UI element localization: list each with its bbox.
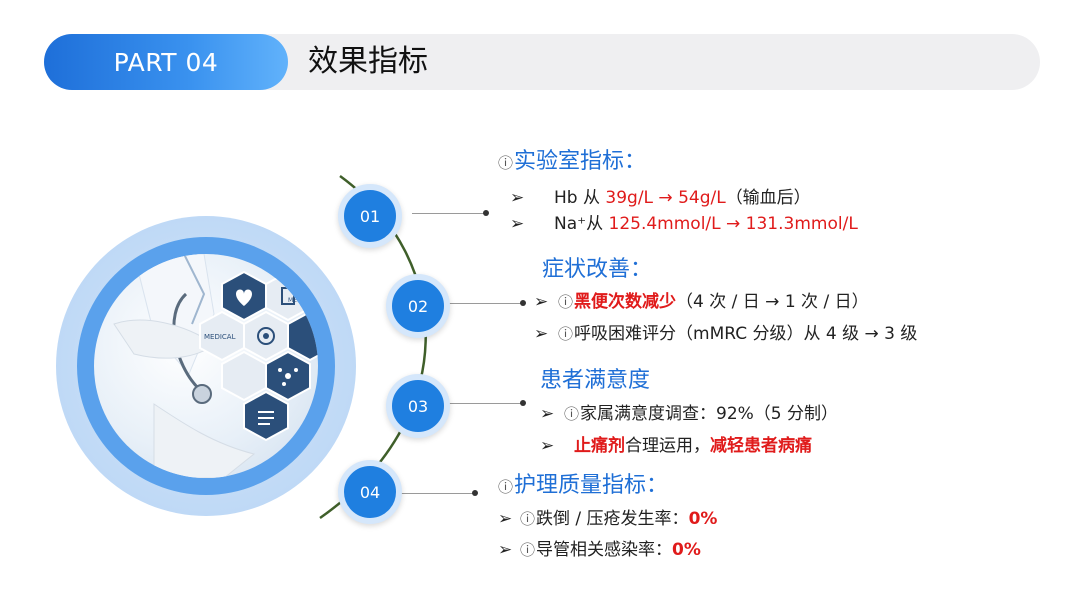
arrow-bullet-icon: ➢: [510, 188, 525, 208]
connector-04: [400, 493, 476, 494]
connector-03: [446, 403, 522, 404]
medical-hexagon-graphic: MEDICAL MEDIC: [113, 254, 318, 478]
section-title-lab: ⓘ实验室指标：: [498, 148, 646, 177]
dyspnea-text: 呼吸困难评分（mMRC 分级）从 4 级 → 3 级: [574, 324, 918, 344]
section-title-quality: ⓘ护理质量指标：: [498, 472, 668, 501]
bullet-dyspnea: ➢ ⓘ呼吸困难评分（mMRC 分级）从 4 级 → 3 级: [534, 322, 917, 346]
info-icon: ⓘ: [558, 293, 574, 311]
analgesic-highlight: 止痛剂: [574, 436, 625, 456]
bullet-hb: ➢ Hb 从 39g/L → 54g/L（输血后）: [510, 186, 811, 210]
hb-values: 39g/L → 54g/L: [605, 188, 726, 208]
step-node-02: 02: [386, 274, 450, 338]
arrow-bullet-icon: ➢: [498, 509, 513, 529]
connector-dot-01: [483, 210, 489, 216]
doctor-medical-illustration: MEDICAL MEDIC: [94, 254, 318, 478]
arrow-bullet-icon: ➢: [510, 214, 525, 234]
na-prefix: Na⁺从: [554, 214, 609, 234]
step-node-04: 04: [338, 460, 402, 524]
fall-rate-text: 跌倒 / 压疮发生率：: [536, 509, 689, 529]
analgesic-mid: 合理运用，: [625, 436, 710, 456]
page-title: 效果指标: [308, 44, 428, 79]
arrow-bullet-icon: ➢: [534, 324, 549, 344]
bullet-fall-rate: ➢ ⓘ跌倒 / 压疮发生率：0%: [498, 507, 717, 531]
bullet-black-stool: ➢ ⓘ黑便次数减少（4 次 / 日 → 1 次 / 日）: [534, 290, 869, 314]
info-icon: ⓘ: [558, 325, 574, 343]
section-title-satisfaction: 患者满意度: [540, 368, 651, 393]
medical-badge: MEDICAL: [204, 333, 236, 341]
black-stool-suffix: （4 次 / 日 → 1 次 / 日）: [676, 292, 869, 312]
step-node-03: 03: [386, 374, 450, 438]
connector-02: [446, 303, 522, 304]
info-icon: ⓘ: [520, 510, 536, 528]
hb-suffix: （输血后）: [725, 188, 811, 208]
step-node-01: 01: [338, 184, 402, 248]
arrow-bullet-icon: ➢: [540, 436, 555, 456]
connector-dot-04: [472, 490, 478, 496]
info-icon: ⓘ: [498, 154, 514, 172]
part-label: PART 04: [44, 34, 288, 90]
na-values: 125.4mmol/L → 131.3mmol/L: [608, 214, 858, 234]
section-title-symptom: 症状改善：: [542, 257, 653, 282]
bullet-catheter-infection: ➢ ⓘ导管相关感染率：0%: [498, 538, 701, 562]
info-icon: ⓘ: [498, 478, 514, 496]
info-icon: ⓘ: [564, 405, 580, 423]
connector-dot-02: [520, 300, 526, 306]
section-title-quality-text: 护理质量指标：: [514, 473, 669, 498]
catheter-infection-value: 0%: [672, 540, 701, 560]
fall-rate-value: 0%: [688, 509, 718, 529]
info-icon: ⓘ: [520, 541, 536, 559]
catheter-infection-text: 导管相关感染率：: [536, 540, 673, 560]
arrow-bullet-icon: ➢: [540, 404, 555, 424]
pain-relief-highlight: 减轻患者病痛: [710, 436, 812, 456]
black-stool-highlight: 黑便次数减少: [574, 292, 677, 312]
section-title-lab-text: 实验室指标：: [514, 149, 647, 174]
arrow-bullet-icon: ➢: [498, 540, 513, 560]
hb-prefix: Hb 从: [554, 188, 606, 208]
family-satisfaction-text: 家属满意度调查：92%（5 分制）: [580, 404, 839, 424]
connector-dot-03: [520, 400, 526, 406]
arrow-bullet-icon: ➢: [534, 292, 549, 312]
bullet-na: ➢ Na⁺从 125.4mmol/L → 131.3mmol/L: [510, 212, 858, 236]
connector-01: [412, 213, 486, 214]
bullet-analgesic: ➢ 止痛剂合理运用，减轻患者病痛: [540, 434, 812, 458]
bullet-family-satisfaction: ➢ ⓘ家属满意度调查：92%（5 分制）: [540, 402, 838, 426]
